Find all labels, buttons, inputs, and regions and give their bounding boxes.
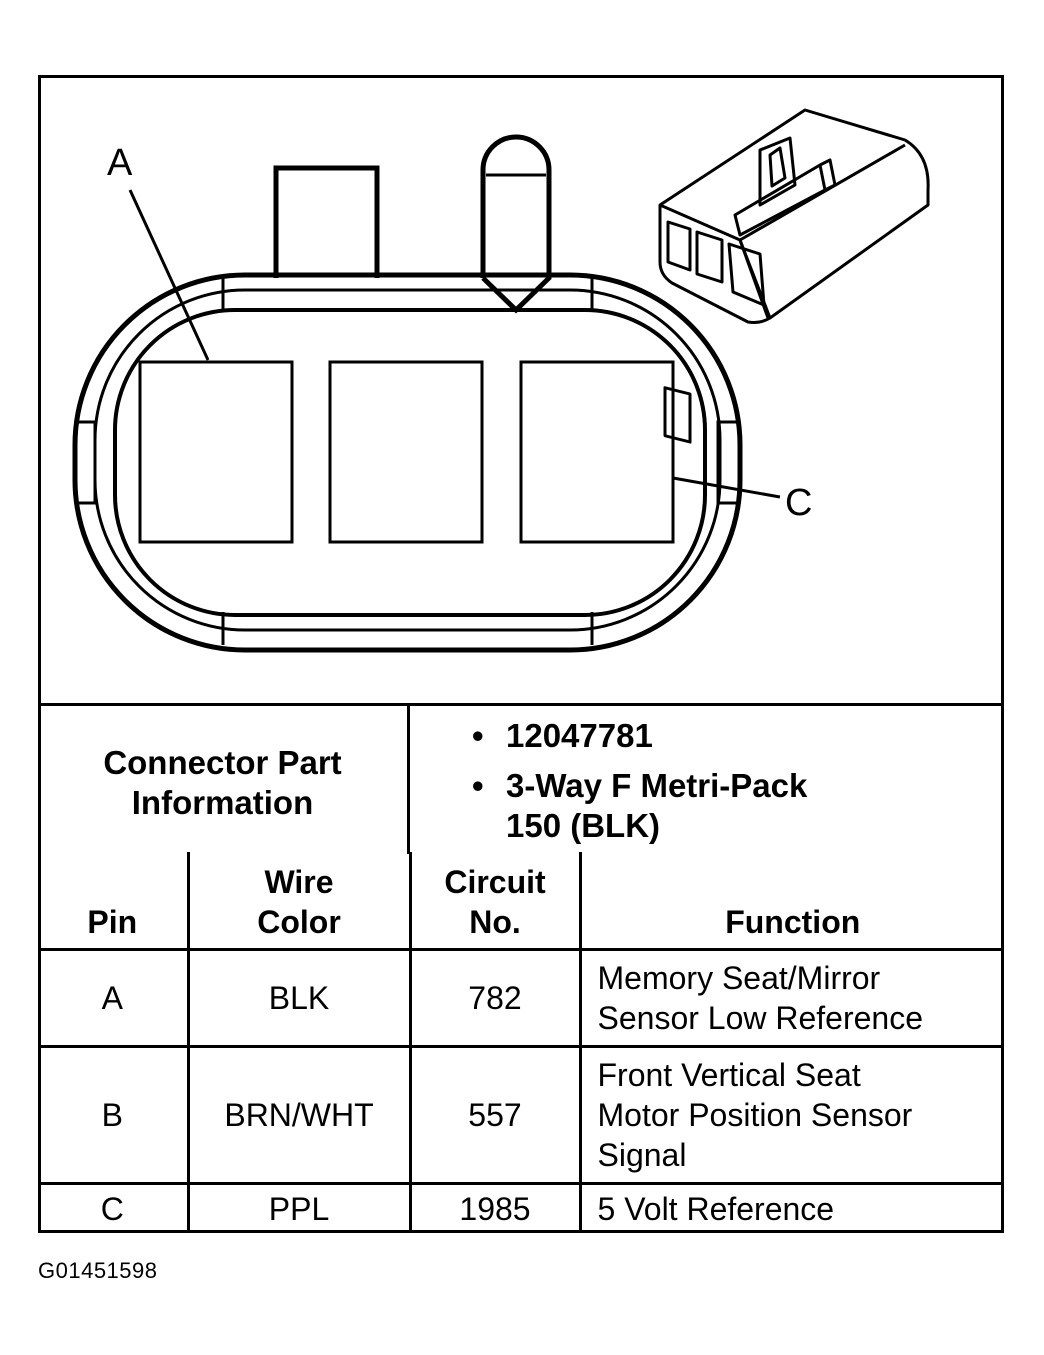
connector-part-info: Connector Part Information • 12047781 • … xyxy=(38,703,1004,854)
bullet-icon: • xyxy=(472,767,484,804)
connector-housing-outer xyxy=(72,272,743,653)
connector-face-drawing: A C xyxy=(72,108,930,653)
lock-tab xyxy=(273,165,380,278)
header-pin: Pin xyxy=(38,852,190,951)
pin-cell: C xyxy=(38,1181,190,1233)
function-cell: Memory Seat/Mirror Sensor Low Reference xyxy=(578,947,1004,1048)
table-row: A BLK 782 Memory Seat/Mirror Sensor Low … xyxy=(38,947,1004,1048)
connector-part-info-label: Connector Part Information xyxy=(38,706,410,854)
leader-line-a xyxy=(128,189,210,361)
circuit-cell: 557 xyxy=(408,1044,582,1185)
connector-cavity xyxy=(113,308,707,617)
terminal-cavity-b xyxy=(328,360,484,544)
pin-table-header: Pin Wire Color Circuit No. Function xyxy=(38,852,1004,951)
bullet-icon: • xyxy=(472,717,484,754)
wire-color-cell: PPL xyxy=(186,1181,412,1233)
circuit-cell: 782 xyxy=(408,947,582,1048)
pin-cell: B xyxy=(38,1044,190,1185)
table-row: B BRN/WHT 557 Front Vertical Seat Motor … xyxy=(38,1044,1004,1185)
header-wire-color: Wire Color xyxy=(186,852,412,951)
header-circuit-no: Circuit No. xyxy=(408,852,582,951)
polarization-key xyxy=(480,134,552,314)
connector-isometric-view xyxy=(658,108,930,444)
callout-a-label: A xyxy=(107,142,133,184)
terminal-cavity-a xyxy=(138,360,294,544)
header-function: Function xyxy=(578,852,1004,951)
terminal-cavity-c xyxy=(519,360,675,544)
callout-c-label: C xyxy=(785,482,812,524)
wire-color-cell: BLK xyxy=(186,947,412,1048)
function-cell: Front Vertical Seat Motor Position Senso… xyxy=(578,1044,1004,1185)
connector-part-info-list: • 12047781 • 3-Way F Metri-Pack 150 (BLK… xyxy=(472,717,808,844)
table-row: C PPL 1985 5 Volt Reference xyxy=(38,1181,1004,1233)
circuit-cell: 1985 xyxy=(408,1181,582,1233)
pin-cell: A xyxy=(38,947,190,1048)
figure-id: G01451598 xyxy=(38,1258,158,1283)
wire-color-cell: BRN/WHT xyxy=(186,1044,412,1185)
connector-housing-inner xyxy=(93,288,722,632)
leader-line-c xyxy=(672,476,781,499)
function-cell: 5 Volt Reference xyxy=(578,1181,1004,1233)
pin-table: Pin Wire Color Circuit No. Function A BL… xyxy=(38,852,1004,1233)
